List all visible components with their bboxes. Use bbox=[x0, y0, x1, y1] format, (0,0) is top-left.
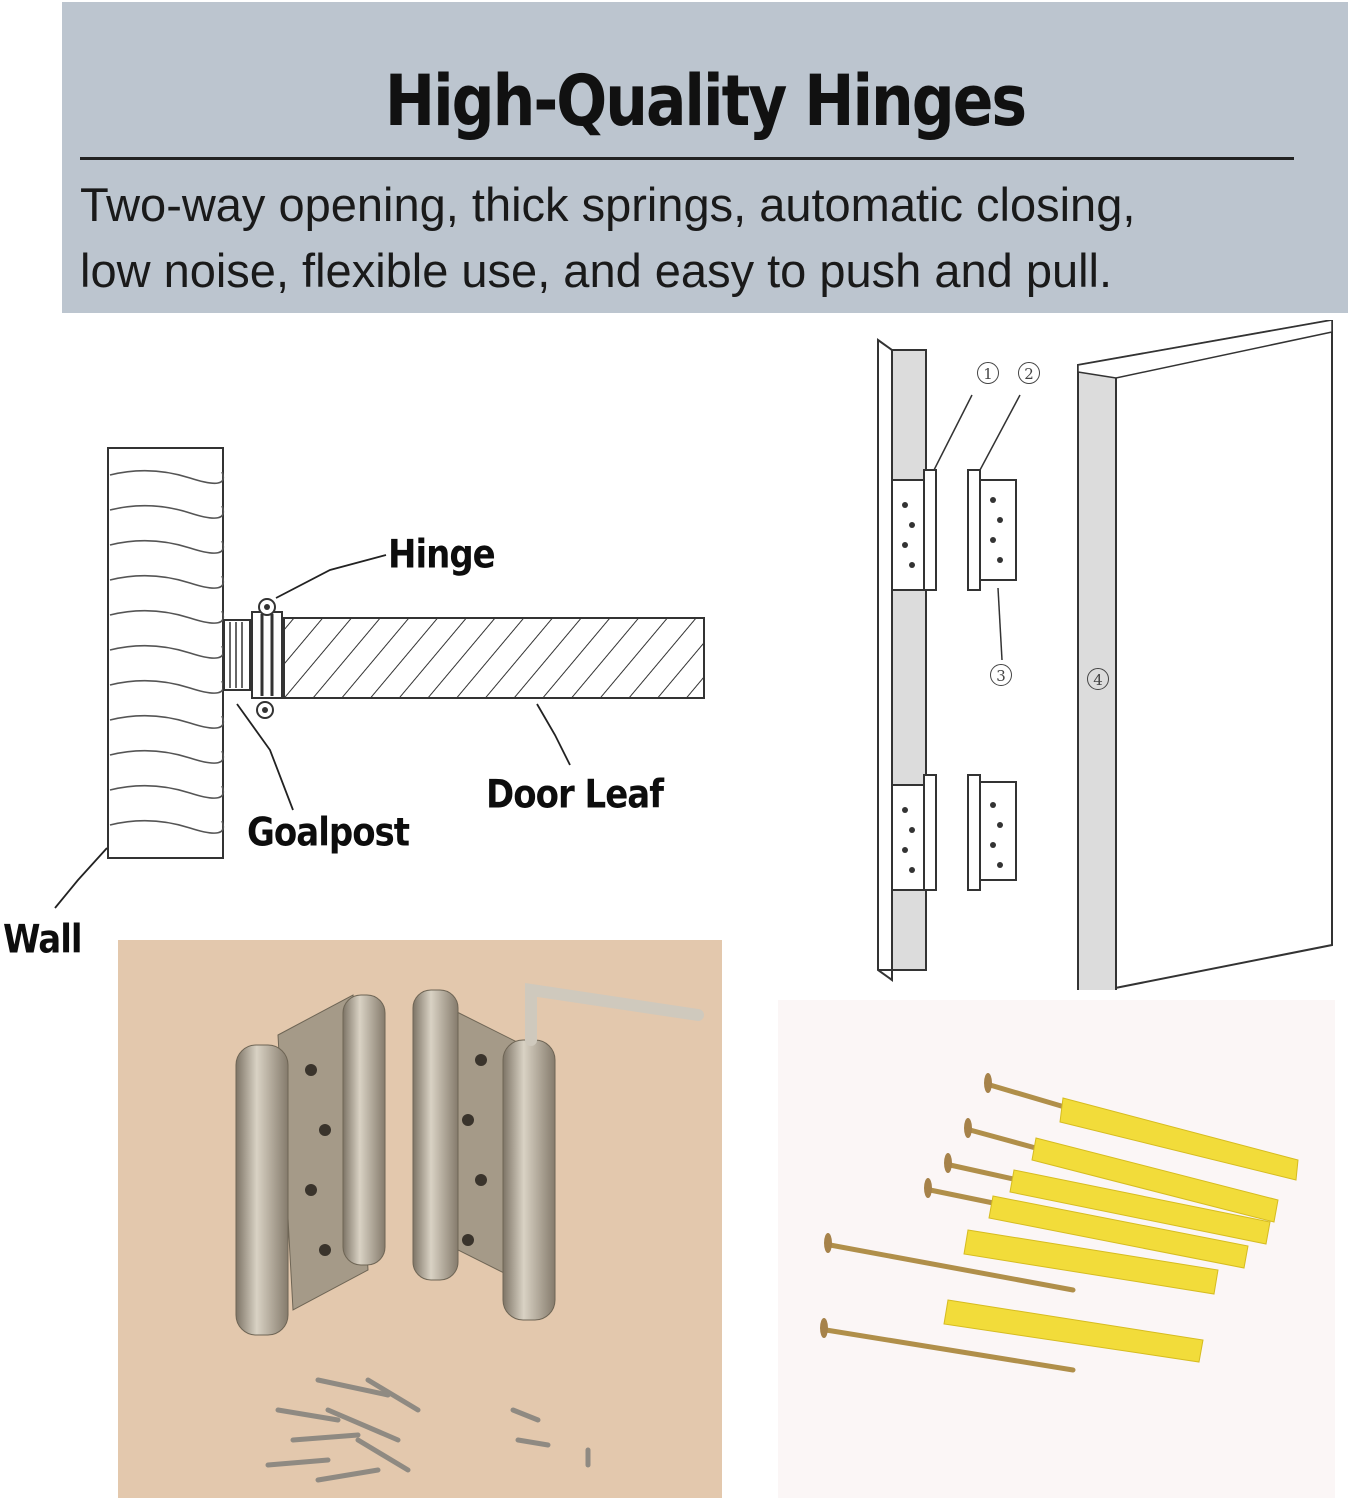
feature-description: Two-way opening, thick springs, automati… bbox=[80, 172, 1340, 304]
feature-line-1: Two-way opening, thick springs, automati… bbox=[80, 178, 1136, 231]
callout-4: 4 bbox=[1087, 668, 1109, 690]
door-leaf-label: Door Leaf bbox=[486, 772, 664, 818]
callout-2: 2 bbox=[1018, 362, 1040, 384]
callout-1: 1 bbox=[977, 362, 999, 384]
callout-3: 3 bbox=[990, 664, 1012, 686]
page-title: High-Quality Hinges bbox=[384, 60, 1027, 143]
wall-label: Wall bbox=[3, 917, 83, 963]
hinges-photo bbox=[118, 940, 722, 1498]
feature-line-2: low noise, flexible use, and easy to pus… bbox=[80, 244, 1113, 297]
hinge-label: Hinge bbox=[388, 532, 496, 578]
goalpost-shape bbox=[223, 619, 251, 691]
goalpost-label: Goalpost bbox=[247, 810, 410, 856]
title-divider bbox=[80, 157, 1294, 160]
installation-diagram bbox=[877, 320, 1333, 990]
top-view-diagram bbox=[54, 447, 705, 909]
header-banner: High-Quality Hinges Two-way opening, thi… bbox=[62, 2, 1348, 313]
anchors-photo bbox=[778, 1000, 1335, 1498]
lower-hinge-shape bbox=[891, 774, 1017, 891]
upper-hinge-shape bbox=[891, 469, 1017, 591]
door-leaf-shape bbox=[283, 617, 705, 699]
hinge-shape bbox=[251, 611, 283, 699]
